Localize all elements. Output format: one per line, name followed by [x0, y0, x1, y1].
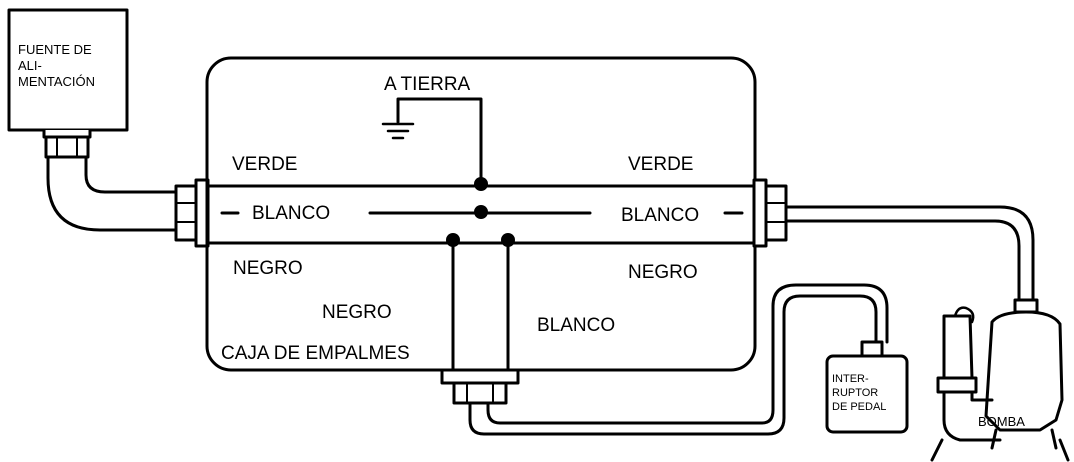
ground-symbol	[381, 122, 415, 140]
ground-connection-dot	[474, 177, 488, 191]
pump	[930, 298, 1070, 462]
left-black-label: NEGRO	[233, 258, 303, 279]
ground-wire	[396, 97, 483, 185]
foot-switch-line-2: RUPTOR	[832, 387, 879, 399]
right-fitting	[752, 178, 788, 248]
right-white-label: BLANCO	[621, 205, 700, 226]
left-fitting	[174, 178, 210, 248]
power-supply-line-2: ALI-	[18, 58, 42, 73]
switch-cable	[468, 283, 889, 436]
black-switch-dot	[446, 233, 460, 247]
foot-switch	[825, 340, 909, 434]
power-supply-line-1: FUENTE DE	[18, 42, 92, 57]
supply-conduit	[46, 155, 180, 232]
power-supply-label: FUENTE DE ALI- MENTACIÓN	[18, 42, 95, 90]
pump-cable	[784, 205, 1035, 302]
right-green-label: VERDE	[628, 154, 694, 175]
power-supply-connector	[42, 128, 92, 159]
ground-label: A TIERRA	[384, 74, 471, 95]
bottom-fitting	[440, 368, 520, 405]
right-black-label: NEGRO	[628, 262, 698, 283]
power-supply-line-3: MENTACIÓN	[18, 74, 96, 89]
left-green-label: VERDE	[232, 154, 298, 175]
switch-black-label: NEGRO	[322, 302, 392, 323]
foot-switch-line-1: INTER-	[832, 373, 869, 385]
switch-white-label: BLANCO	[537, 315, 616, 336]
power-supply-box	[7, 8, 129, 132]
white-switch-dot	[501, 233, 515, 247]
pump-label: BOMBA	[978, 414, 1025, 429]
left-white-label: BLANCO	[252, 203, 331, 224]
foot-switch-label: INTER- RUPTOR DE PEDAL	[832, 372, 886, 414]
foot-switch-line-3: DE PEDAL	[832, 401, 887, 413]
white-connection-dot	[474, 205, 488, 219]
junction-box-label: CAJA DE EMPALMES	[221, 343, 410, 364]
